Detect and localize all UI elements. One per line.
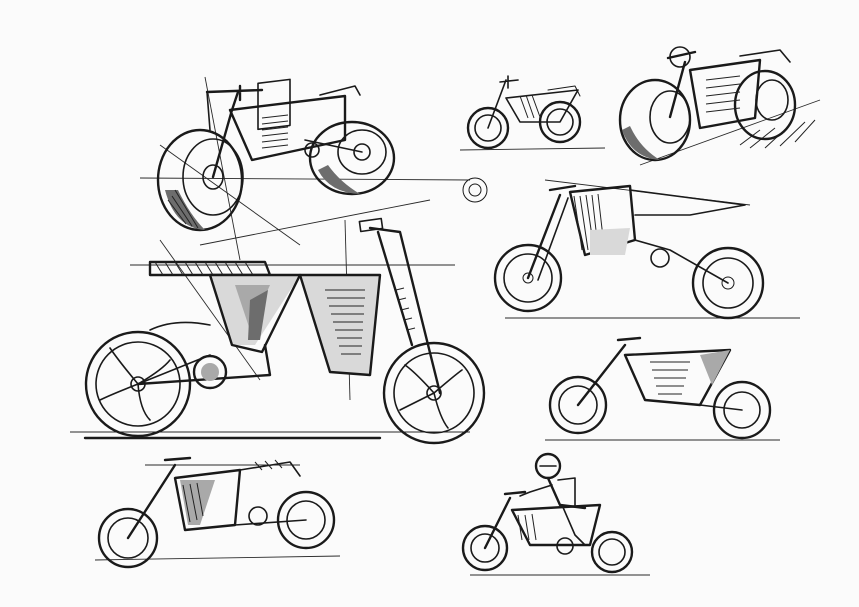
sketch-main-bike [70,217,486,445]
sketch-small-bike-top [459,75,606,203]
sketch-bike-with-rider [461,452,650,576]
sketch-chunky-bike [139,76,471,261]
sketch-bottom-left-bike [94,456,341,569]
sketch-fat-wheel-bike [618,46,821,166]
sketch-lower-right-bike [545,336,780,441]
sketch-box-frame-bike [493,179,800,320]
